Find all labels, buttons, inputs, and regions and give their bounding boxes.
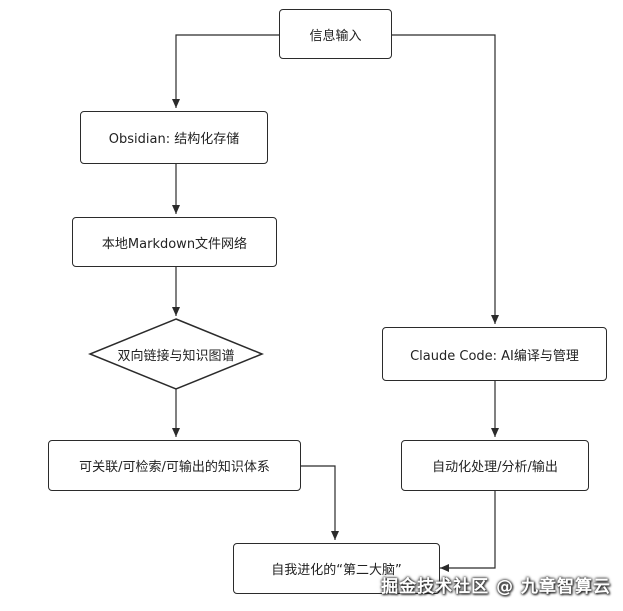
node-markdown: 本地Markdown文件网络 (72, 217, 277, 267)
edge-input-to-claude (392, 34, 499, 324)
links-diamond-shape (88, 318, 264, 390)
edge-input-to-obsidian (172, 34, 279, 108)
edge-knowledge-to-brain (301, 465, 339, 540)
node-links-label: 双向链接与知识图谱 (117, 348, 235, 364)
node-knowledge: 可关联/可检索/可输出的知识体系 (48, 440, 301, 491)
node-obsidian: Obsidian: 结构化存储 (80, 111, 268, 164)
node-claude: Claude Code: AI编译与管理 (382, 327, 607, 381)
node-info-input: 信息输入 (279, 9, 392, 59)
edge-automation-to-brain (440, 491, 496, 572)
node-brain: 自我进化的“第二大脑” (233, 543, 440, 594)
watermark-text: 掘金技术社区 @ 九章智算云 (381, 577, 611, 597)
node-automation: 自动化处理/分析/输出 (401, 440, 589, 491)
